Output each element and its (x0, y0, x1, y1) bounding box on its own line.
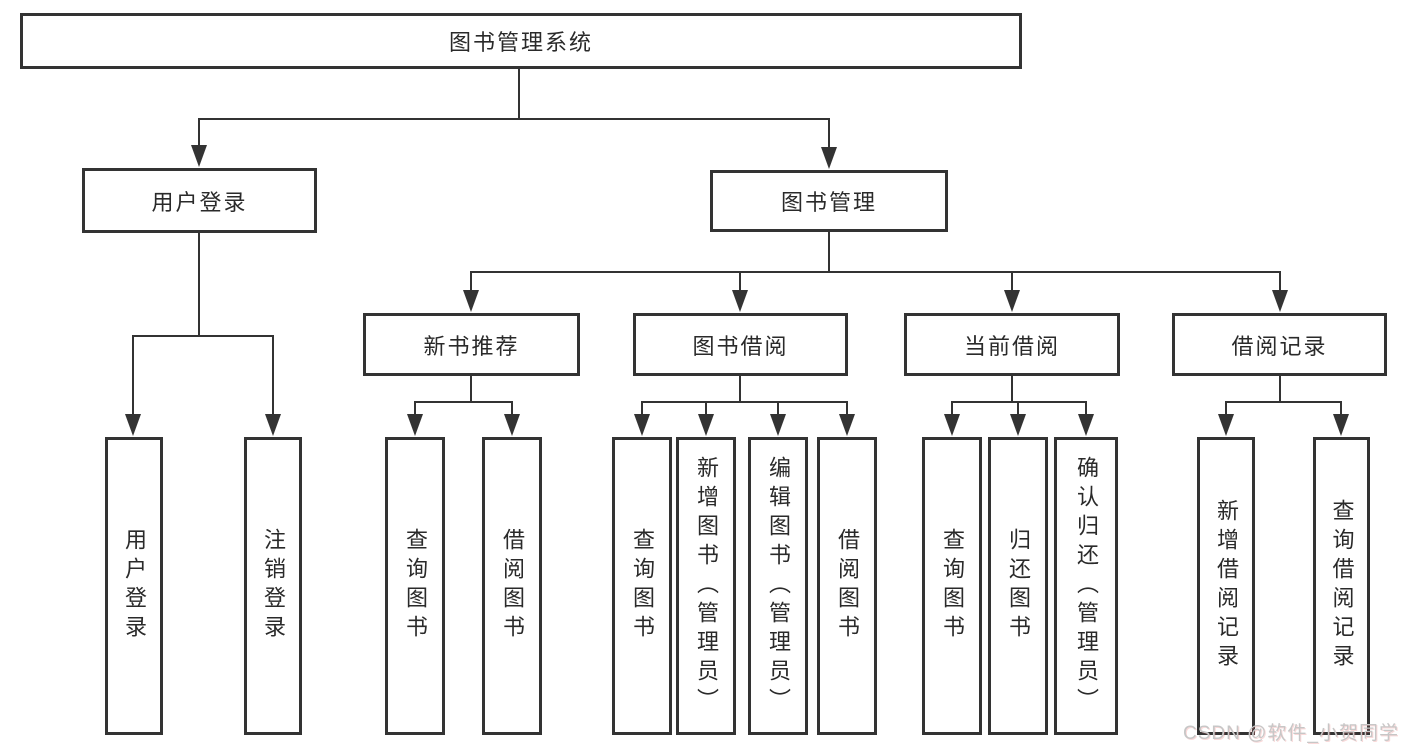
arrow-down-icon (698, 414, 714, 436)
node-book-borrowing: 图书借阅 (633, 313, 848, 376)
arrow-down-icon (821, 147, 837, 169)
leaf-add-books-admin: 新增图书（管理员） (676, 437, 736, 735)
arrow-down-icon (1078, 414, 1094, 436)
connector-line (511, 401, 513, 420)
arrow-down-icon (1004, 290, 1020, 312)
connector-line (470, 376, 472, 403)
node-label: 借阅图书 (500, 528, 525, 644)
connector-line (1279, 271, 1281, 296)
node-label: 查询图书 (630, 528, 655, 644)
arrow-down-icon (839, 414, 855, 436)
connector-line (132, 335, 274, 337)
node-label: 编辑图书（管理员） (766, 455, 791, 717)
node-label: 新增借阅记录 (1214, 499, 1239, 673)
connector-line (641, 401, 848, 403)
node-label: 用户登录 (122, 528, 147, 644)
arrow-down-icon (770, 414, 786, 436)
node-label: 注销登录 (261, 528, 286, 644)
watermark: CSDN @软件_小贺同学 (1183, 723, 1399, 744)
leaf-return-books: 归还图书 (988, 437, 1048, 735)
connector-line (198, 118, 200, 151)
arrow-down-icon (634, 414, 650, 436)
leaf-query-books-recommend: 查询图书 (385, 437, 445, 735)
node-label: 新增图书（管理员） (694, 455, 719, 717)
node-label: 图书管理系统 (448, 30, 593, 55)
connector-line (777, 401, 779, 420)
arrow-down-icon (1010, 414, 1026, 436)
connector-line (414, 401, 513, 403)
connector-line (846, 401, 848, 420)
leaf-query-borrow-record: 查询借阅记录 (1313, 437, 1370, 735)
connector-line (132, 335, 134, 420)
arrow-down-icon (1218, 414, 1234, 436)
connector-line (272, 335, 274, 420)
leaf-confirm-return-admin: 确认归还（管理员） (1054, 437, 1118, 735)
connector-line (1225, 401, 1227, 420)
connector-line (1011, 271, 1013, 296)
node-current-borrowing: 当前借阅 (904, 313, 1120, 376)
arrow-down-icon (407, 414, 423, 436)
node-root-library-management-system: 图书管理系统 (20, 13, 1022, 69)
connector-line (705, 401, 707, 420)
arrow-down-icon (191, 145, 207, 167)
node-label: 归还图书 (1006, 528, 1031, 644)
connector-line (1279, 376, 1281, 403)
node-book-management: 图书管理 (710, 170, 948, 232)
connector-line (951, 401, 1087, 403)
arrow-down-icon (1333, 414, 1349, 436)
arrow-down-icon (125, 414, 141, 436)
connector-line (470, 271, 1281, 273)
arrow-down-icon (1272, 290, 1288, 312)
arrow-down-icon (463, 290, 479, 312)
leaf-query-books-current: 查询图书 (922, 437, 982, 735)
node-label: 查询借阅记录 (1329, 499, 1355, 673)
leaf-edit-books-admin: 编辑图书（管理员） (748, 437, 808, 735)
arrow-down-icon (732, 290, 748, 312)
node-label: 用户登录 (151, 189, 248, 215)
connector-line (828, 232, 830, 273)
node-label: 确认归还（管理员） (1074, 455, 1099, 717)
node-borrowing-records: 借阅记录 (1172, 313, 1387, 376)
node-new-book-recommendation: 新书推荐 (363, 313, 580, 376)
connector-line (739, 271, 741, 296)
connector-line (1085, 401, 1087, 420)
connector-line (739, 376, 741, 403)
connector-line (1225, 401, 1342, 403)
connector-line (198, 233, 200, 337)
leaf-query-books-borrowing: 查询图书 (612, 437, 672, 735)
node-label: 查询图书 (940, 528, 965, 644)
leaf-user-login: 用户登录 (105, 437, 163, 735)
node-label: 图书借阅 (692, 333, 789, 359)
leaf-logout: 注销登录 (244, 437, 302, 735)
leaf-borrow-books-recommend: 借阅图书 (482, 437, 542, 735)
connector-line (1017, 401, 1019, 420)
node-user-login: 用户登录 (82, 168, 317, 233)
arrow-down-icon (265, 414, 281, 436)
node-label: 图书管理 (780, 190, 877, 215)
node-label: 查询图书 (403, 528, 428, 644)
node-label: 当前借阅 (963, 333, 1060, 359)
arrow-down-icon (944, 414, 960, 436)
leaf-borrow-books: 借阅图书 (817, 437, 877, 735)
connector-line (828, 118, 830, 153)
connector-line (1340, 401, 1342, 420)
node-label: 借阅记录 (1231, 333, 1328, 359)
connector-line (641, 401, 643, 420)
connector-line (470, 271, 472, 296)
connector-line (1011, 376, 1013, 403)
connector-line (198, 118, 830, 120)
connector-line (414, 401, 416, 420)
connector-line (518, 69, 520, 120)
node-label: 借阅图书 (835, 528, 860, 644)
connector-line (951, 401, 953, 420)
leaf-add-borrow-record: 新增借阅记录 (1197, 437, 1255, 735)
arrow-down-icon (504, 414, 520, 436)
node-label: 新书推荐 (423, 333, 520, 359)
